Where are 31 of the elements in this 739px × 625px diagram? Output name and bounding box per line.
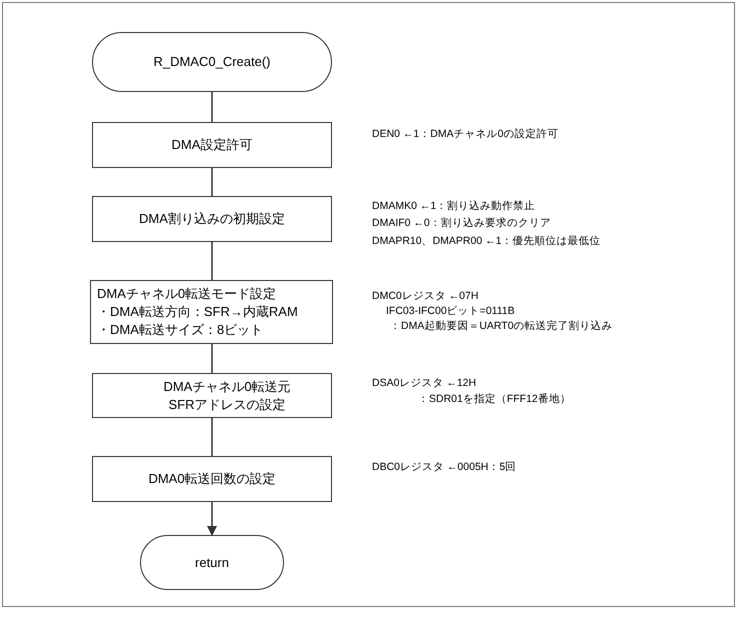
- box-label: DMAチャネル0転送モード設定: [97, 285, 276, 303]
- register-note: DEN0 ←1：DMAチャネル0の設定許可: [372, 127, 558, 141]
- register-note: DMAIF0 ←0：割り込み要求のクリア: [372, 216, 551, 230]
- box-label: return: [195, 554, 229, 572]
- connector-line: [211, 168, 213, 196]
- register-note: DMAMK0 ←1：割り込み動作禁止: [372, 199, 536, 213]
- box-label: DMA設定許可: [172, 136, 252, 154]
- process-box: [92, 196, 332, 242]
- box-label: R_DMAC0_Create(): [153, 53, 271, 71]
- register-note: DBC0レジスタ ←0005H：5回: [372, 460, 516, 474]
- connector-line: [211, 242, 213, 280]
- box-label: DMA割り込みの初期設定: [139, 210, 285, 228]
- arrow: [207, 502, 217, 536]
- register-note: DMC0レジスタ ←07H: [372, 289, 478, 303]
- box-label: ・DMA転送サイズ：8ビット: [97, 321, 264, 339]
- box-label: SFRアドレスの設定: [168, 396, 286, 414]
- connector-line: [211, 344, 213, 373]
- register-note: DSA0レジスタ ←12H: [372, 376, 476, 390]
- register-note: ：DMA起動要因＝UART0の転送完了割り込み: [390, 319, 613, 333]
- register-note: IFC03-IFC00ビット=0111B: [386, 304, 515, 318]
- box-label: DMA0転送回数の設定: [148, 470, 276, 488]
- box-label: ・DMA転送方向：SFR→内蔵RAM: [97, 303, 298, 321]
- process-box: [92, 122, 332, 168]
- box-label: DMAチャネル0転送元: [163, 378, 291, 396]
- process-box: [92, 373, 332, 418]
- connector-line: [211, 418, 213, 456]
- register-note: DMAPR10、DMAPR00 ←1：優先順位は最低位: [372, 234, 600, 248]
- process-box: [92, 456, 332, 502]
- connector-line: [211, 92, 213, 122]
- process-box: [90, 280, 333, 344]
- register-note: ：SDR01を指定（FFF12番地）: [418, 392, 571, 406]
